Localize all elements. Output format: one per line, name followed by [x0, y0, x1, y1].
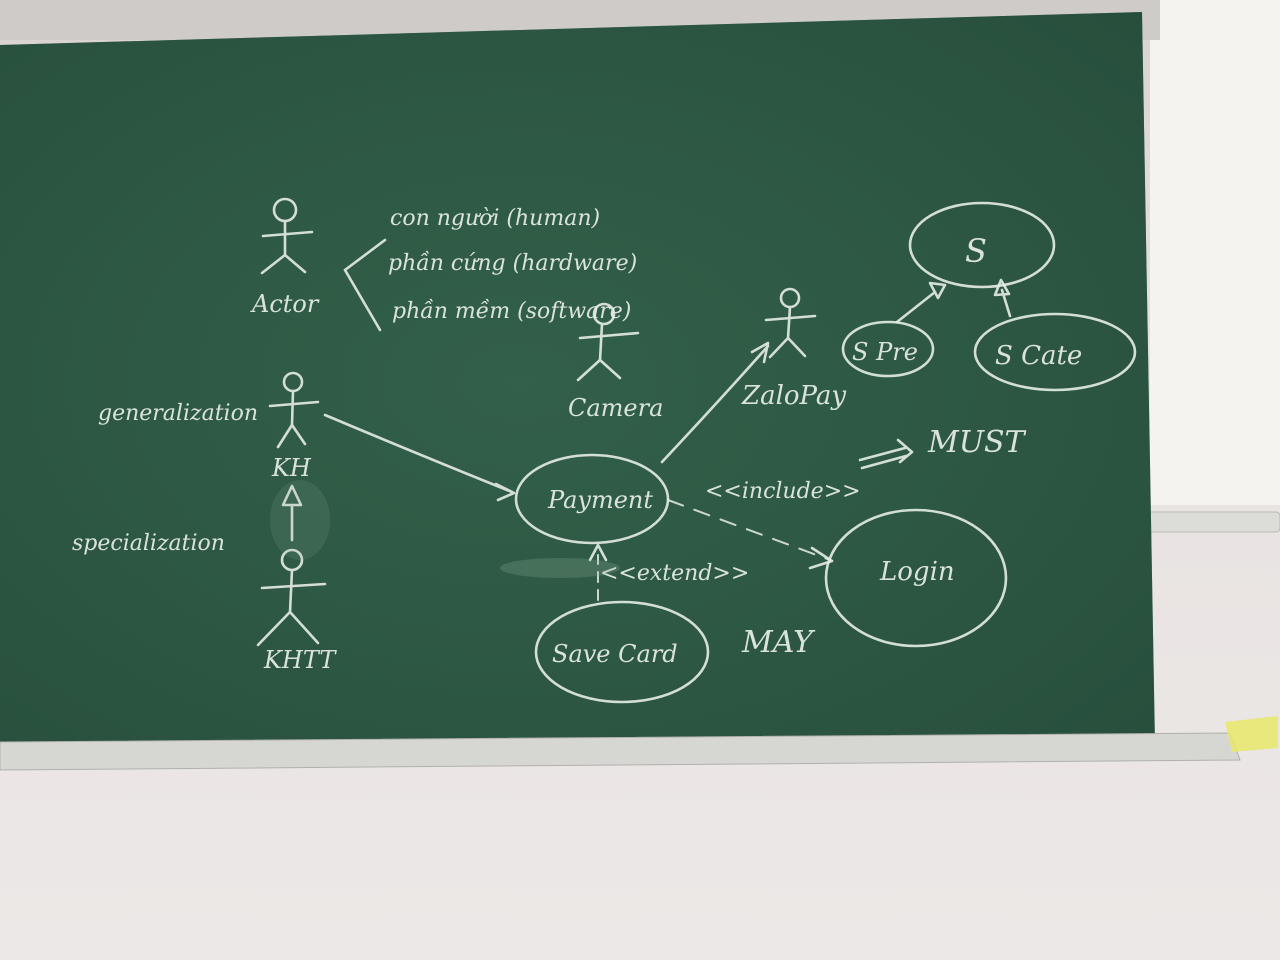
use-case-s-pre	[841, 320, 935, 378]
use-case-payment: Payment	[514, 453, 670, 545]
include-label: <<include>>	[705, 479, 861, 504]
chalk-smudge	[270, 480, 330, 560]
association-lines	[323, 341, 770, 502]
include-relationship: <<include>> MUST	[667, 425, 1027, 570]
s-generalization-arrows	[895, 278, 1012, 324]
payment-to-zalopay-line	[660, 344, 770, 464]
actor-khtt-figure	[256, 548, 327, 647]
legend-bracket	[343, 238, 387, 332]
generalization-label: generalization	[98, 401, 258, 426]
khtt-label: KHTT	[263, 646, 337, 674]
zalopay-label: ZaloPay	[741, 381, 846, 411]
may-label: MAY	[741, 625, 816, 660]
actor-legend: Actor con người (human) phần cứng (hardw…	[250, 197, 637, 332]
actor-type-hardware: phần cứng (hardware)	[388, 250, 637, 276]
kh-to-payment-line	[323, 413, 514, 494]
camera-label: Camera	[568, 394, 663, 422]
actor-zalopay: ZaloPay	[741, 287, 846, 411]
actor-kh-figure	[268, 371, 320, 449]
kh-label: KH	[271, 454, 312, 482]
actor-stick-figure	[260, 197, 314, 275]
payment-to-zalopay-arrowhead	[750, 341, 770, 364]
extend-label: <<extend>>	[600, 561, 749, 586]
actor-camera: Camera	[568, 302, 663, 422]
actor-type-software: phần mềm (software)	[392, 298, 631, 324]
chalk-smudge	[500, 558, 620, 578]
generalization-arrow	[281, 484, 303, 542]
projector-screen	[1150, 0, 1280, 505]
payment-label: Payment	[547, 486, 653, 514]
s-label: S	[965, 232, 987, 270]
use-case-login: Login	[824, 508, 1008, 648]
actor-type-human: con người (human)	[390, 206, 600, 231]
sticky-tape	[1225, 716, 1278, 752]
s-pre-label: S Pre	[852, 338, 918, 366]
chalk-tray	[0, 732, 1241, 771]
use-case-s-hierarchy: S S Pre S Cate	[841, 201, 1137, 392]
kh-to-payment-arrowhead	[494, 482, 516, 502]
use-case-s	[908, 201, 1056, 289]
actor-label: Actor	[250, 290, 320, 318]
use-case-save-card: Save Card	[534, 600, 710, 704]
login-label: Login	[879, 557, 955, 587]
generalization-group: generalization specialization KH KHTT	[72, 371, 337, 674]
must-arrow	[858, 438, 914, 470]
must-label: MUST	[927, 425, 1027, 460]
use-case-s-cate	[973, 312, 1137, 392]
specialization-label: specialization	[72, 531, 225, 556]
s-cate-label: S Cate	[995, 341, 1082, 371]
save-card-label: Save Card	[552, 640, 678, 668]
extend-relationship: <<extend>> MAY	[588, 543, 816, 660]
